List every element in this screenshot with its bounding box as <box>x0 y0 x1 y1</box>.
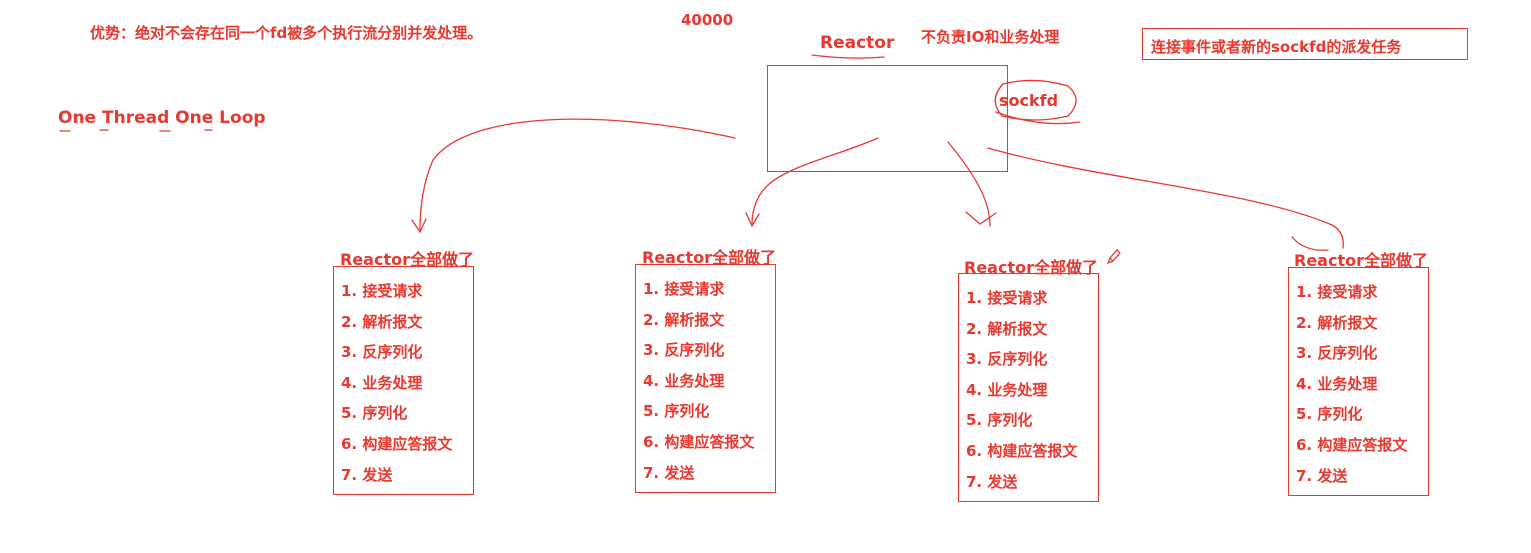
worker-step: 3. 反序列化 <box>966 350 1048 369</box>
worker-step: 7. 发送 <box>341 465 393 484</box>
worker-step: 7. 发送 <box>966 472 1018 491</box>
sockfd-label: sockfd <box>999 91 1059 110</box>
worker-step: 7. 发送 <box>643 463 695 482</box>
worker-box-4: 1. 接受请求 2. 解析报文 3. 反序列化 4. 业务处理 5. 序列化 6… <box>1288 267 1429 496</box>
worker-step: 4. 业务处理 <box>966 380 1048 399</box>
worker-step: 1. 接受请求 <box>341 282 423 300</box>
worker-title-1: Reactor全部做了 <box>340 250 474 269</box>
worker-box-3: 1. 接受请求 2. 解析报文 3. 反序列化 4. 业务处理 5. 序列化 6… <box>958 273 1099 502</box>
worker-step: 3. 反序列化 <box>341 343 423 362</box>
main-reactor-duty-note: 不负责IO和业务处理 <box>921 28 1060 46</box>
worker-step: 5. 序列化 <box>966 411 1033 430</box>
worker-step: 5. 序列化 <box>643 402 710 421</box>
dispatch-note: 连接事件或者新的sockfd的派发任务 <box>1151 38 1402 56</box>
worker-step: 4. 业务处理 <box>643 371 725 390</box>
loop-underline <box>59 129 213 132</box>
worker-step: 4. 业务处理 <box>341 373 423 392</box>
worker-step: 1. 接受请求 <box>643 280 725 298</box>
worker-step: 6. 构建应答报文 <box>643 432 755 451</box>
worker-step: 2. 解析报文 <box>1296 313 1378 332</box>
dispatch-note-box <box>1142 28 1468 60</box>
worker-step: 6. 构建应答报文 <box>966 441 1078 460</box>
worker-box-2: 1. 接受请求 2. 解析报文 3. 反序列化 4. 业务处理 5. 序列化 6… <box>635 264 776 493</box>
worker-step: 7. 发送 <box>1296 466 1348 485</box>
reactor-underline <box>811 54 885 59</box>
worker-step: 2. 解析报文 <box>643 310 725 329</box>
worker-step: 2. 解析报文 <box>341 312 423 331</box>
worker-step: 4. 业务处理 <box>1296 374 1378 393</box>
worker-step: 5. 序列化 <box>1296 405 1363 424</box>
pencil-icon <box>1106 249 1121 265</box>
worker-title-4: Reactor全部做了 <box>1294 251 1428 270</box>
worker-box-1: 1. 接受请求 2. 解析报文 3. 反序列化 4. 业务处理 5. 序列化 6… <box>333 266 474 495</box>
advantage-note: 优势：绝对不会存在同一个fd被多个执行流分别并发处理。 <box>90 24 483 42</box>
worker-step: 1. 接受请求 <box>966 289 1048 307</box>
worker-step: 6. 构建应答报文 <box>1296 435 1408 454</box>
worker-title-3: Reactor全部做了 <box>964 258 1098 277</box>
model-label: One Thread One Loop <box>58 108 266 128</box>
main-reactor-box <box>767 65 1008 172</box>
arrow-to-worker-1 <box>419 118 736 231</box>
worker-step: 3. 反序列化 <box>1296 344 1378 363</box>
number-note: 40000 <box>681 11 734 29</box>
worker-title-2: Reactor全部做了 <box>642 248 776 267</box>
worker-step: 2. 解析报文 <box>966 319 1048 338</box>
worker-step: 3. 反序列化 <box>643 341 725 360</box>
arrow-to-worker-4 <box>987 147 1344 249</box>
worker-step: 1. 接受请求 <box>1296 283 1378 301</box>
worker-step: 5. 序列化 <box>341 404 408 423</box>
worker-step: 6. 构建应答报文 <box>341 434 453 453</box>
main-reactor-title: Reactor <box>820 33 895 53</box>
